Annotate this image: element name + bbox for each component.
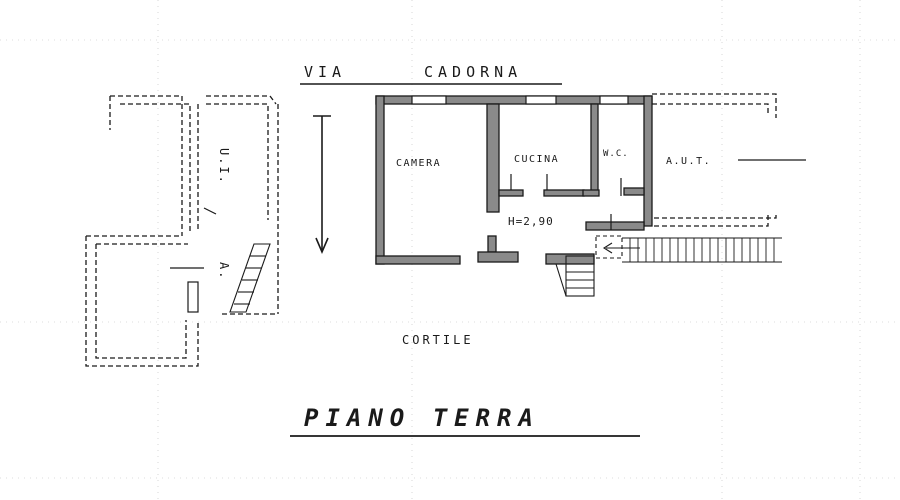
main-walls — [375, 95, 653, 265]
left-building — [85, 95, 279, 367]
left-building-details — [170, 207, 217, 313]
door-marks — [510, 174, 622, 230]
left-building-stair — [229, 243, 271, 313]
room-label-camera: CAMERA — [396, 158, 441, 169]
right-annex-stair — [602, 237, 782, 263]
room-label-cucina: CUCINA — [514, 154, 559, 165]
street-label: VIA CADORNA — [300, 63, 562, 85]
street-name-via: VIA — [304, 63, 346, 81]
main-building — [375, 95, 653, 297]
street-name-cadorna: CADORNA — [424, 63, 522, 81]
room-label-aut: A.U.T. — [666, 156, 711, 167]
direction-arrow — [313, 115, 331, 255]
window-marks — [411, 95, 629, 105]
room-label-wc: W.C. — [603, 149, 629, 159]
courtyard-label: CORTILE — [402, 333, 474, 347]
left-building-label-top: U.I. — [217, 148, 231, 185]
height-note: H=2,90 — [508, 215, 554, 228]
plan-title: PIANO TERRA — [304, 404, 540, 432]
left-building-label-bottom: A. — [217, 262, 231, 280]
right-annex — [652, 93, 777, 227]
entrance-stair — [555, 235, 623, 297]
